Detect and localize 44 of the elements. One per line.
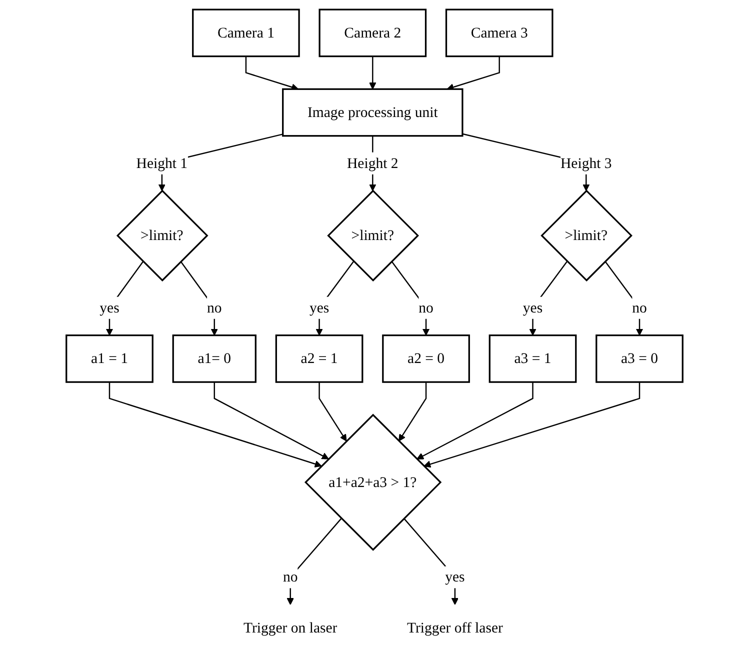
arrow [398,382,427,442]
arrow [214,382,329,460]
edge-label: no [282,568,298,585]
node-diamond: >limit? [327,190,419,282]
node-box: a3 = 0 [596,334,684,383]
edge-label: yes [100,299,120,316]
node-box: Camera 1 [192,8,300,58]
edge-label: Height 3 [560,154,612,172]
arrow [106,261,144,336]
node-box: Camera 3 [445,8,554,58]
edge-label: Height 2 [347,154,398,172]
node-box: a1 = 1 [66,334,154,383]
node-text: Trigger off laser [406,619,503,636]
node-box: a3 = 1 [488,334,577,383]
arrow [286,518,342,606]
arrow [446,56,500,91]
node-box: Camera 2 [318,8,427,58]
arrow [318,382,347,442]
edge-label: yes [522,299,543,316]
edge-label: no [418,299,434,316]
edge-label: yes [445,568,465,585]
arrow [604,260,644,336]
node-box: a1= 0 [172,334,256,383]
node-box: a2 = 1 [275,334,364,383]
node-box: a2 = 0 [382,334,470,383]
arrow [245,56,299,91]
arrow [108,382,322,468]
node-box: Image processing unit [282,88,464,137]
edge-label: Height 1 [136,154,188,172]
node-diamond: a1+a2+a3 > 1? [304,414,442,551]
edge-label: no [632,299,647,316]
node-diamond: >limit? [116,190,208,282]
arrow [316,260,354,336]
arrow [369,56,376,90]
edge-label: yes [309,299,330,316]
node-text: Trigger on laser [243,619,338,636]
arrow [404,518,459,606]
arrow [180,261,218,336]
node-diamond: >limit? [540,190,632,282]
edge-label: no [207,299,222,316]
arrow [424,382,640,468]
arrow [391,260,430,336]
arrow [529,260,568,336]
arrow [416,382,534,460]
